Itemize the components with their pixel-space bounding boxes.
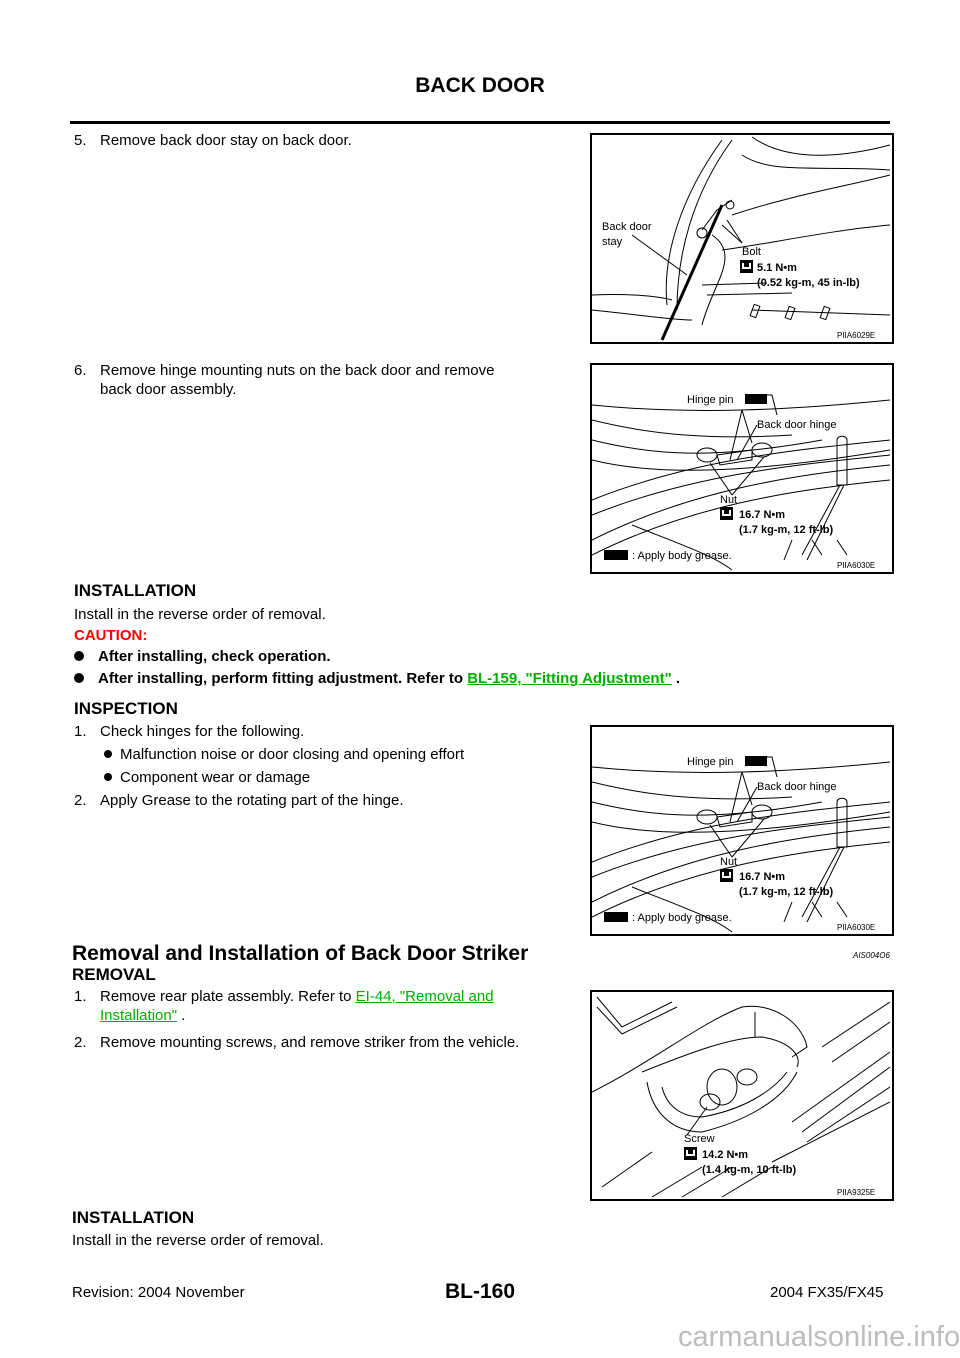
removal-step-5: 5. Remove back door stay on back door. (74, 131, 352, 150)
label-back-door-hinge: Back door hinge (757, 781, 837, 793)
label-nut: Nut (720, 856, 737, 868)
figure-back-door-stay: Back door stay Bolt 5.1 N•m (0.52 kg-m, … (590, 133, 894, 344)
section-title-striker: Removal and Installation of Back Door St… (72, 942, 529, 965)
label-bolt: Bolt (742, 246, 761, 258)
torque-value: 14.2 N•m (702, 1149, 748, 1161)
step-text: Remove rear plate assembly. Refer to (100, 988, 356, 1005)
inspection-sub-bullet-2: Component wear or damage (104, 768, 310, 787)
footer-model: 2004 FX35/FX45 (770, 1284, 884, 1301)
inspection-sub-bullet-1: Malfunction noise or door closing and op… (104, 745, 464, 764)
caution-bullet-1: After installing, check operation. (74, 648, 331, 665)
grease-legend-icon (604, 550, 628, 560)
removal-heading: REMOVAL (72, 965, 156, 984)
link-fitting-adjustment[interactable]: BL-159, "Fitting Adjustment" (467, 670, 672, 687)
grease-legend-icon (604, 912, 628, 922)
removal-step-6: 6. Remove hinge mounting nuts on the back… (74, 361, 574, 399)
torque-wrench-icon (720, 869, 733, 882)
inspection-step-1: 1. Check hinges for the following. (74, 722, 304, 741)
step-text: Remove back door stay on back door. (100, 132, 352, 149)
torque-wrench-icon (684, 1147, 697, 1160)
figure-code: PIIA6029E (837, 331, 875, 340)
bullet-text: After installing, check operation. (98, 648, 331, 665)
striker-installation-text: Install in the reverse order of removal. (72, 1232, 324, 1249)
back-door-stay-illustration: Back door stay Bolt 5.1 N•m (0.52 kg-m, … (592, 136, 891, 341)
step-text: Apply Grease to the rotating part of the… (100, 792, 404, 809)
inspection-heading: INSPECTION (74, 699, 178, 718)
bullet-text: Malfunction noise or door closing and op… (120, 746, 465, 763)
grease-legend: : Apply body grease. (632, 550, 732, 562)
link-removal-installation[interactable]: EI-44, "Removal and (355, 988, 494, 1005)
bullet-icon (104, 773, 112, 782)
watermark: carmanualsonline.info (678, 1321, 960, 1353)
torque-value: 16.7 N•m (739, 509, 785, 521)
link-removal-installation-cont[interactable]: Installation" (100, 1007, 178, 1024)
figure-hinge-inspection: Hinge pin Back door hinge Nut 16.7 N•m (… (590, 725, 894, 936)
torque-value: 16.7 N•m (739, 871, 785, 883)
figure-code: PIIA9325E (837, 1188, 875, 1197)
figure-code: PIIA6030E (837, 561, 875, 570)
bullet-icon (74, 673, 84, 684)
label-hinge-pin: Hinge pin (687, 394, 733, 406)
header-divider (70, 121, 890, 124)
figure-hinge-removal: Hinge pin Back door hinge Nut 16.7 N•m (… (590, 363, 894, 574)
bullet-text: After installing, perform fitting adjust… (98, 670, 468, 687)
bullet-text-end: . (671, 670, 681, 687)
bullet-icon (74, 651, 84, 662)
label-nut: Nut (720, 494, 737, 506)
page-title: BACK DOOR (415, 74, 545, 97)
striker-step-1: 1. Remove rear plate assembly. Refer to E… (74, 987, 580, 1025)
grease-icon (745, 394, 767, 404)
striker-illustration: Screw 14.2 N•m (1.4 kg-m, 10 ft-lb) PIIA… (592, 996, 891, 1198)
grease-icon (745, 756, 767, 766)
label-screw: Screw (684, 1133, 715, 1145)
footer-page-number: BL-160 (445, 1280, 516, 1303)
step-number: 6. (74, 362, 87, 379)
torque-conversion: (1.4 kg-m, 10 ft-lb) (702, 1164, 796, 1176)
step-text: Check hinges for the following. (100, 723, 305, 740)
figure-striker: Screw 14.2 N•m (1.4 kg-m, 10 ft-lb) PIIA… (590, 990, 894, 1201)
step-number: 1. (74, 988, 87, 1005)
step-number: 5. (74, 132, 87, 149)
footer-revision: Revision: 2004 November (72, 1284, 245, 1301)
step-number: 1. (74, 723, 87, 740)
label-stay: stay (602, 236, 623, 248)
striker-installation-heading: INSTALLATION (72, 1208, 195, 1227)
label-back-door-stay: Back door (602, 221, 652, 233)
section-ref-code: AIS004O6 (853, 951, 890, 960)
torque-wrench-icon (740, 260, 753, 273)
step-text: Remove mounting screws, and remove strik… (100, 1034, 520, 1051)
caution-bullet-2: After installing, perform fitting adjust… (74, 670, 680, 687)
torque-conversion: (1.7 kg-m, 12 ft-lb) (739, 524, 833, 536)
step-text-line2: back door assembly. (100, 381, 237, 398)
grease-legend: : Apply body grease. (632, 912, 732, 924)
step-number: 2. (74, 1034, 87, 1051)
inspection-step-2: 2. Apply Grease to the rotating part of t… (74, 791, 404, 810)
figure-code: PIIA6030E (837, 923, 875, 932)
torque-conversion: (1.7 kg-m, 12 ft-lb) (739, 886, 833, 898)
torque-value: 5.1 N•m (757, 262, 797, 274)
step-text-line1: Remove hinge mounting nuts on the back d… (100, 362, 495, 379)
hinge-illustration: Hinge pin Back door hinge Nut 16.7 N•m (… (592, 756, 891, 933)
caution-label: CAUTION: (74, 627, 148, 644)
hinge-illustration: Hinge pin Back door hinge Nut 16.7 N•m (… (592, 394, 891, 571)
torque-wrench-icon (720, 507, 733, 520)
step-number: 2. (74, 792, 87, 809)
torque-conversion: (0.52 kg-m, 45 in-lb) (757, 277, 860, 289)
bullet-text: Component wear or damage (120, 769, 311, 786)
label-hinge-pin: Hinge pin (687, 756, 733, 768)
step-text-end: . (177, 1007, 186, 1024)
installation-text: Install in the reverse order of removal. (74, 606, 326, 623)
label-back-door-hinge: Back door hinge (757, 419, 837, 431)
bullet-icon (104, 750, 112, 759)
striker-step-2: 2. Remove mounting screws, and remove str… (74, 1033, 519, 1052)
installation-heading: INSTALLATION (74, 581, 197, 600)
